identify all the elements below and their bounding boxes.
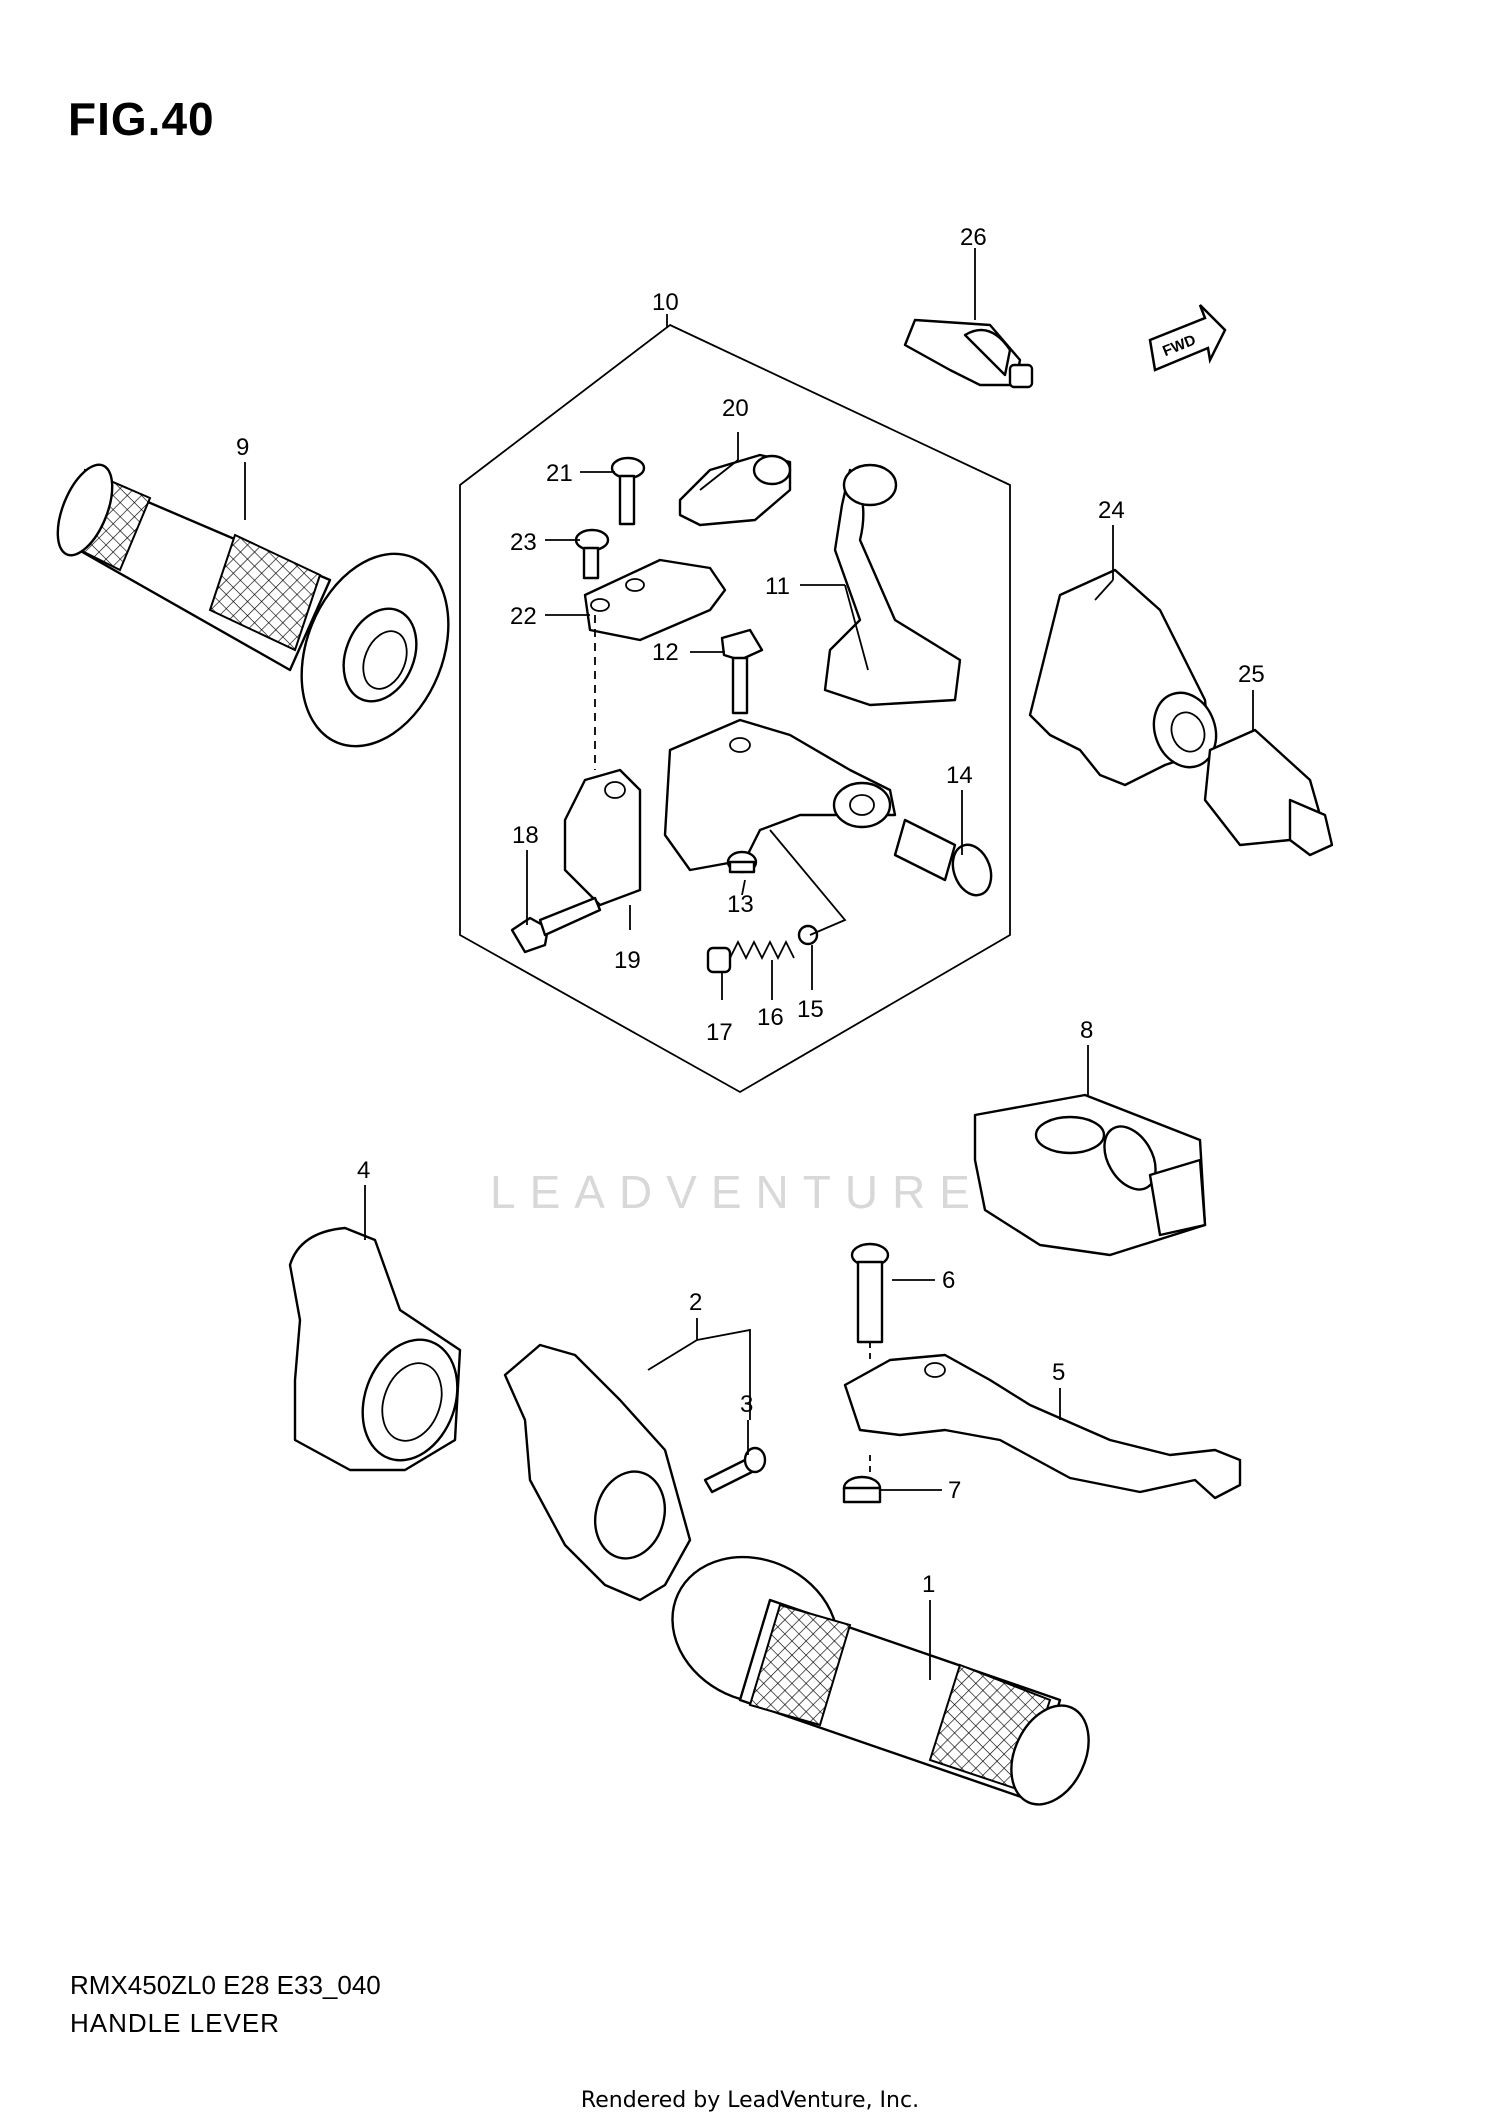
callout-5: 5 xyxy=(1052,1359,1065,1386)
assembly-boundary xyxy=(459,323,1011,1094)
callout-22: 22 xyxy=(510,603,537,630)
callout-23: 23 xyxy=(510,529,537,556)
callout-1: 1 xyxy=(922,1571,935,1598)
callout-19: 19 xyxy=(614,947,641,974)
callout-labels: 26 10 20 9 21 23 22 11 12 24 25 14 18 13… xyxy=(236,224,1265,1598)
rendered-by-credit: Rendered by LeadVenture, Inc. xyxy=(580,2088,920,2113)
clamp-part xyxy=(563,768,642,907)
callout-25: 25 xyxy=(1238,661,1265,688)
callout-7: 7 xyxy=(948,1477,961,1504)
callout-21: 21 xyxy=(546,460,573,487)
lever-cover-part xyxy=(973,1093,1207,1257)
callout-13: 13 xyxy=(727,891,754,918)
cable-guide-part xyxy=(903,318,1034,389)
callout-11: 11 xyxy=(765,573,790,600)
pivot-bolt-12-part xyxy=(720,628,764,715)
pivot-bolt-6-part xyxy=(850,1242,890,1344)
callout-3: 3 xyxy=(740,1391,753,1418)
ball-15-part xyxy=(797,924,819,946)
diagram-name: HANDLE LEVER xyxy=(70,2008,280,2038)
callout-18: 18 xyxy=(512,822,539,849)
model-code: RMX450ZL0 E28 E33_040 xyxy=(70,1970,381,2000)
spring-16-part xyxy=(729,939,795,961)
leader-lines xyxy=(244,248,1254,1680)
bolt-18-part xyxy=(510,896,602,954)
set-screw-17-part xyxy=(706,946,732,974)
callout-9: 9 xyxy=(236,434,249,461)
watermark: LEADVENTURE xyxy=(490,1166,984,1218)
callout-2: 2 xyxy=(689,1289,702,1316)
nut-13-part xyxy=(726,850,758,874)
throttle-cover-part xyxy=(288,1226,462,1472)
adjuster-14-part xyxy=(893,818,993,897)
nut-7-part xyxy=(842,1475,882,1504)
callout-24: 24 xyxy=(1098,497,1125,524)
callout-20: 20 xyxy=(722,395,749,422)
cable-cover-part xyxy=(1028,568,1218,787)
fwd-direction-badge: FWD xyxy=(1148,304,1227,372)
brake-lever-part xyxy=(843,1353,1242,1500)
callout-26: 26 xyxy=(960,224,987,251)
clutch-perch-part xyxy=(663,718,897,872)
callout-6: 6 xyxy=(942,1267,955,1294)
callout-16: 16 xyxy=(757,1004,784,1031)
callout-14: 14 xyxy=(946,762,973,789)
screw-3-part xyxy=(703,1446,767,1494)
grip-right-part xyxy=(671,1555,1090,1806)
callout-12: 12 xyxy=(652,639,679,666)
screw-21-part xyxy=(610,456,646,526)
holder-part xyxy=(583,558,727,642)
screw-23-part xyxy=(574,528,610,580)
grip-left-part xyxy=(56,463,450,748)
callout-17: 17 xyxy=(706,1019,733,1046)
callout-10: 10 xyxy=(652,289,679,316)
callout-4: 4 xyxy=(357,1157,370,1184)
figure-title: FIG.40 xyxy=(68,93,215,145)
callout-15: 15 xyxy=(797,996,824,1023)
adjuster-25-part xyxy=(1203,728,1334,857)
callout-8: 8 xyxy=(1080,1017,1093,1044)
hot-start-lever-part xyxy=(678,453,792,527)
clutch-lever-part xyxy=(823,463,962,707)
throttle-housing-part xyxy=(503,1343,692,1602)
